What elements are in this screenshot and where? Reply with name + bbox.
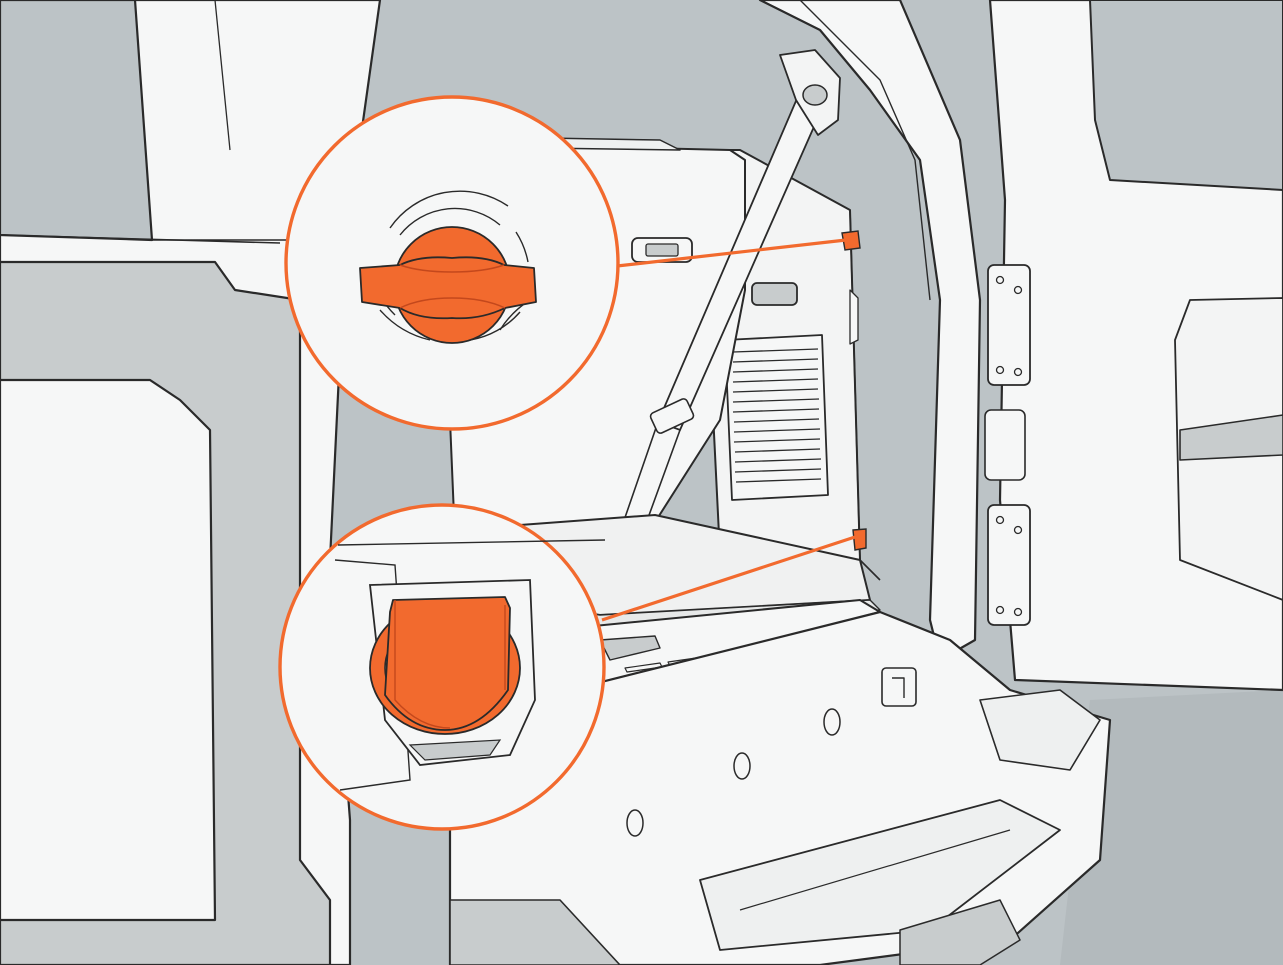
lower-callout-magnifier bbox=[280, 505, 605, 829]
tailgate-hinge bbox=[988, 265, 1030, 385]
bumper-hole bbox=[734, 753, 750, 779]
lower-anchor-marker bbox=[853, 529, 866, 550]
upper-callout-magnifier bbox=[286, 97, 618, 429]
tailgate-hinge bbox=[988, 505, 1030, 625]
bumper-hole bbox=[824, 709, 840, 735]
open-tailgate bbox=[985, 0, 1283, 690]
bumper-hole bbox=[627, 810, 643, 836]
door-check-strap bbox=[985, 410, 1025, 480]
d-ring-anchor-icon bbox=[370, 597, 520, 734]
tailgate-striker bbox=[882, 668, 916, 706]
cargo-lamp bbox=[752, 283, 797, 305]
left-body-panel bbox=[0, 0, 380, 965]
